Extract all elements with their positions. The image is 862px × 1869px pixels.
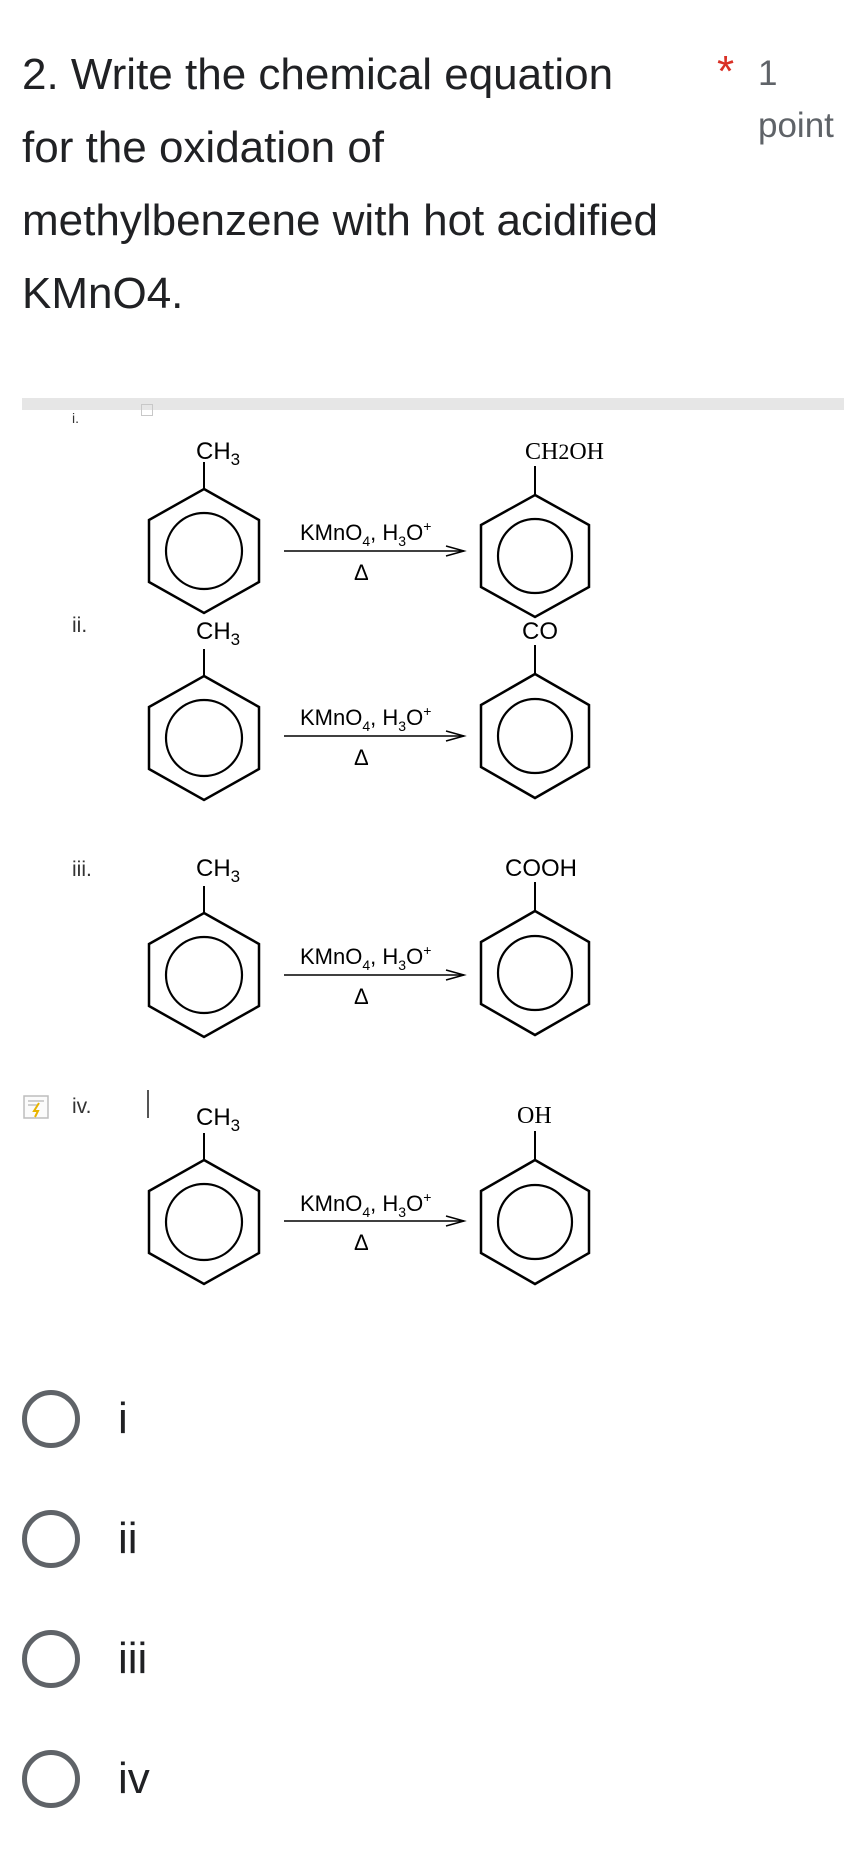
points-label: 1 point bbox=[758, 54, 834, 145]
text-cursor bbox=[147, 1090, 149, 1118]
option-label: iii bbox=[118, 1634, 148, 1683]
product-label-i: CH2OH bbox=[525, 439, 604, 465]
reaction-iii: CH3 KMnO4, H3O+ Δ COOH bbox=[147, 855, 591, 1039]
option-label: ii bbox=[118, 1514, 138, 1563]
radio-button[interactable] bbox=[22, 1750, 80, 1808]
condition-label-iv: Δ bbox=[354, 1230, 369, 1255]
note-icon bbox=[23, 1095, 49, 1119]
product-label-iv: OH bbox=[517, 1103, 552, 1129]
benzene-ring-icon bbox=[479, 493, 591, 619]
option-i[interactable]: i bbox=[22, 1378, 322, 1458]
product-label-iii: COOH bbox=[505, 855, 577, 882]
numeral-iii: iii. bbox=[72, 858, 92, 881]
reagent-label-iii: KMnO4, H3O+ bbox=[300, 942, 431, 973]
radio-button[interactable] bbox=[22, 1630, 80, 1688]
required-asterisk: * bbox=[717, 47, 735, 96]
reaction-iv: CH3 KMnO4, H3O+ Δ OH bbox=[147, 1103, 591, 1286]
question-title: 2. Write the chemical equation for the o… bbox=[22, 50, 658, 318]
reaction-i: CH3 KMnO4, H3O+ Δ CH2OH bbox=[147, 438, 604, 619]
condition-label-iii: Δ bbox=[354, 984, 369, 1009]
question-image: i. ii. iii. iv. CH3 KMnO4, H3O+ Δ bbox=[22, 398, 844, 1328]
numeral-iv: iv. bbox=[72, 1095, 92, 1118]
condition-label-ii: Δ bbox=[354, 745, 369, 770]
option-ii[interactable]: ii bbox=[22, 1498, 322, 1578]
product-label-ii: CO bbox=[522, 618, 558, 645]
benzene-ring-icon bbox=[147, 487, 261, 615]
reactant-label-i: CH3 bbox=[196, 438, 240, 469]
benzene-ring-icon bbox=[479, 672, 591, 800]
reaction-figure: i. ii. iii. iv. CH3 KMnO4, H3O+ Δ bbox=[22, 404, 844, 1328]
reaction-ii: CH3 KMnO4, H3O+ Δ CO bbox=[147, 618, 591, 802]
reagent-label-iv: KMnO4, H3O+ bbox=[300, 1189, 431, 1220]
image-top-bar bbox=[22, 398, 844, 410]
reactant-label-ii: CH3 bbox=[196, 618, 240, 649]
benzene-ring-icon bbox=[147, 1158, 261, 1286]
benzene-ring-icon bbox=[479, 1158, 591, 1286]
condition-label-i: Δ bbox=[354, 560, 369, 585]
reagent-label-ii: KMnO4, H3O+ bbox=[300, 703, 431, 734]
option-iv[interactable]: iv bbox=[22, 1738, 322, 1818]
option-iii[interactable]: iii bbox=[22, 1618, 322, 1698]
reactant-label-iv: CH3 bbox=[196, 1104, 240, 1135]
reagent-label-i: KMnO4, H3O+ bbox=[300, 518, 431, 549]
reactions-svg: CH3 KMnO4, H3O+ Δ CH2OH CH3 KMnO4, H bbox=[147, 438, 604, 1286]
benzene-ring-icon bbox=[147, 911, 261, 1039]
option-label: i bbox=[118, 1394, 128, 1443]
anchor-square-icon bbox=[141, 404, 153, 416]
benzene-ring-icon bbox=[479, 909, 591, 1037]
reactant-label-iii: CH3 bbox=[196, 855, 240, 886]
numeral-ii: ii. bbox=[72, 614, 88, 637]
radio-button[interactable] bbox=[22, 1390, 80, 1448]
numeral-i: i. bbox=[72, 410, 79, 426]
benzene-ring-icon bbox=[147, 674, 261, 802]
option-label: iv bbox=[118, 1754, 150, 1803]
radio-button[interactable] bbox=[22, 1510, 80, 1568]
